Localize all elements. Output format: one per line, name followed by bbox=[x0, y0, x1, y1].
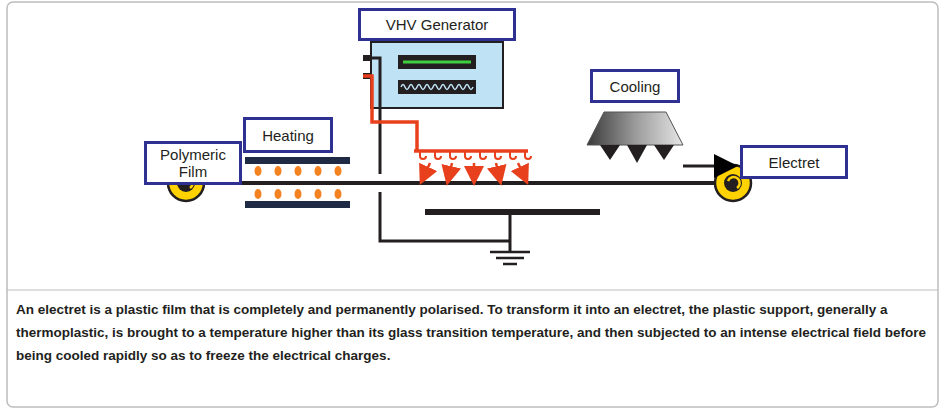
box-label: Heating bbox=[262, 127, 314, 144]
box-label: Electret bbox=[769, 154, 820, 171]
heat-dot bbox=[335, 189, 342, 199]
heat-dot bbox=[275, 166, 282, 176]
heat-dot bbox=[315, 189, 322, 199]
heat-dot bbox=[295, 166, 302, 176]
cooling-label-box: Cooling bbox=[590, 69, 680, 103]
heat-dot bbox=[315, 166, 322, 176]
heat-dot bbox=[335, 166, 342, 176]
electret-label-box: Electret bbox=[740, 145, 848, 179]
caption: An electret is a plastic film that is co… bbox=[16, 298, 930, 367]
heating-label-box: Heating bbox=[243, 117, 333, 153]
heat-dot bbox=[255, 166, 262, 176]
box-label: Polymeric Film bbox=[147, 146, 239, 180]
generator-label-box: VHV Generator bbox=[358, 8, 516, 41]
film-label-box: Polymeric Film bbox=[144, 141, 242, 185]
heat-dot bbox=[295, 189, 302, 199]
heat-dot bbox=[275, 189, 282, 199]
box-label: VHV Generator bbox=[386, 16, 489, 33]
heat-dot bbox=[255, 189, 262, 199]
box-label: Cooling bbox=[610, 78, 661, 95]
